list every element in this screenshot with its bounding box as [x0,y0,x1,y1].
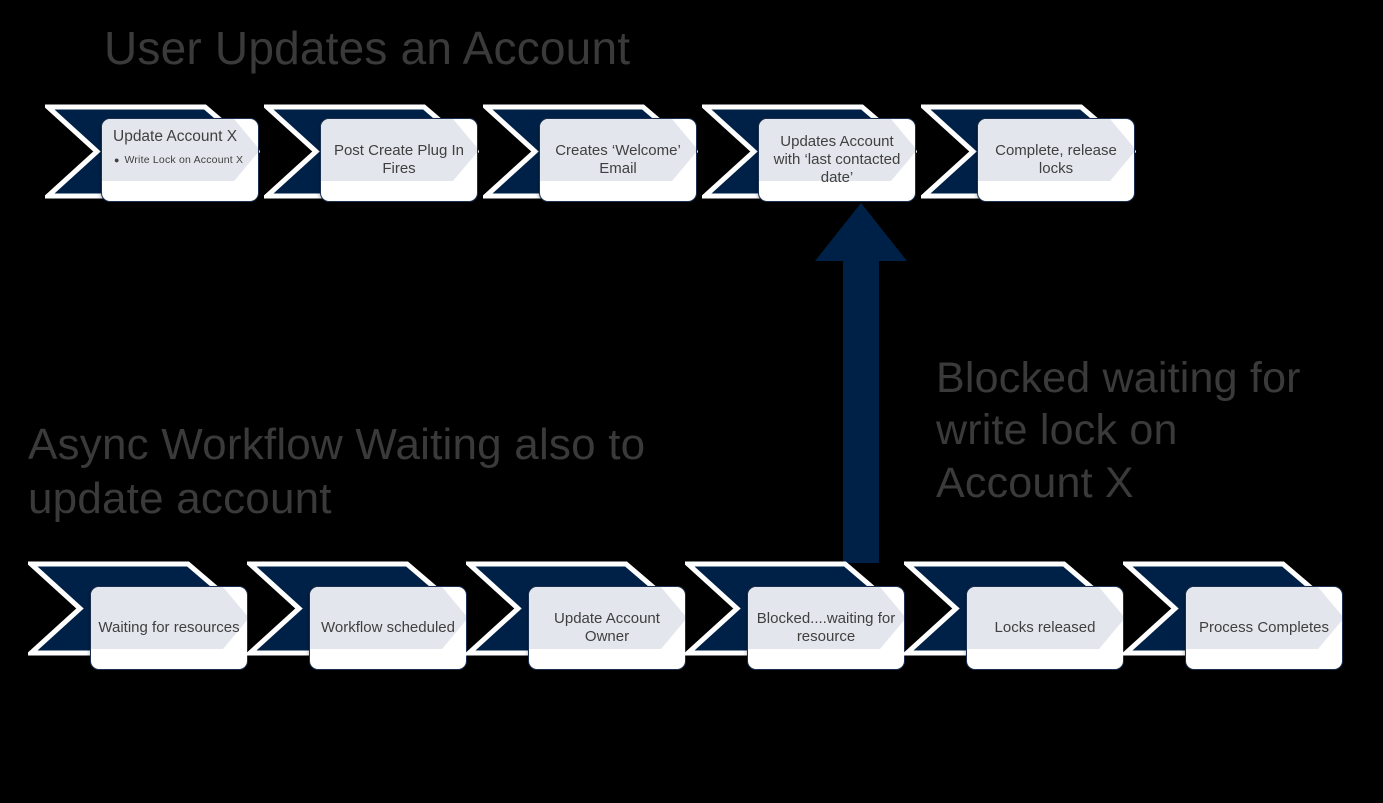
step-box-bottom-row-4[interactable]: Blocked....waiting for resource [747,586,905,670]
step-title: Waiting for resources [98,619,240,637]
step-title: Blocked....waiting for resource [756,610,896,645]
bullet-dot-icon: ● [114,155,120,166]
step-bullet-text: Write Lock on Account X [124,154,244,167]
step-box-bottom-row-1[interactable]: Waiting for resources [90,586,248,670]
blocking-dependency-arrow [815,203,907,563]
step-box-bottom-row-2[interactable]: Workflow scheduled [309,586,467,670]
step-box-top-row-4[interactable]: Updates Account with ‘last contacted dat… [758,118,916,202]
step-box-top-row-1[interactable]: Update Account X ● Write Lock on Account X [101,118,259,202]
step-title: Update Account X [113,128,238,145]
step-box-top-row-2[interactable]: Post Create Plug In Fires [320,118,478,202]
step-box-bottom-row-5[interactable]: Locks released [966,586,1124,670]
step-title: Complete, release locks [995,142,1117,177]
step-title: Process Completes [1198,619,1330,637]
step-box-bottom-row-6[interactable]: Process Completes [1185,586,1343,670]
arrow-up-icon [815,203,907,563]
async-section-title: Async Workflow Waiting also to update ac… [28,420,646,523]
blocked-annotation-label: Blocked waiting for write lock on Accoun… [936,354,1301,507]
step-title: Post Create Plug In Fires [333,142,465,177]
step-title: Updates Account with ‘last contacted dat… [773,133,901,186]
step-box-bottom-row-3[interactable]: Update Account Owner [528,586,686,670]
step-box-top-row-5[interactable]: Complete, release locks [977,118,1135,202]
step-bullet: ● Write Lock on Account X [109,154,251,166]
step-box-top-row-3[interactable]: Creates ‘Welcome’ Email [539,118,697,202]
page-title: User Updates an Account [104,22,631,74]
step-title: Creates ‘Welcome’ Email [555,142,681,177]
step-title: Update Account Owner [554,610,660,645]
step-title: Workflow scheduled [321,619,455,637]
step-title: Locks released [994,619,1096,637]
